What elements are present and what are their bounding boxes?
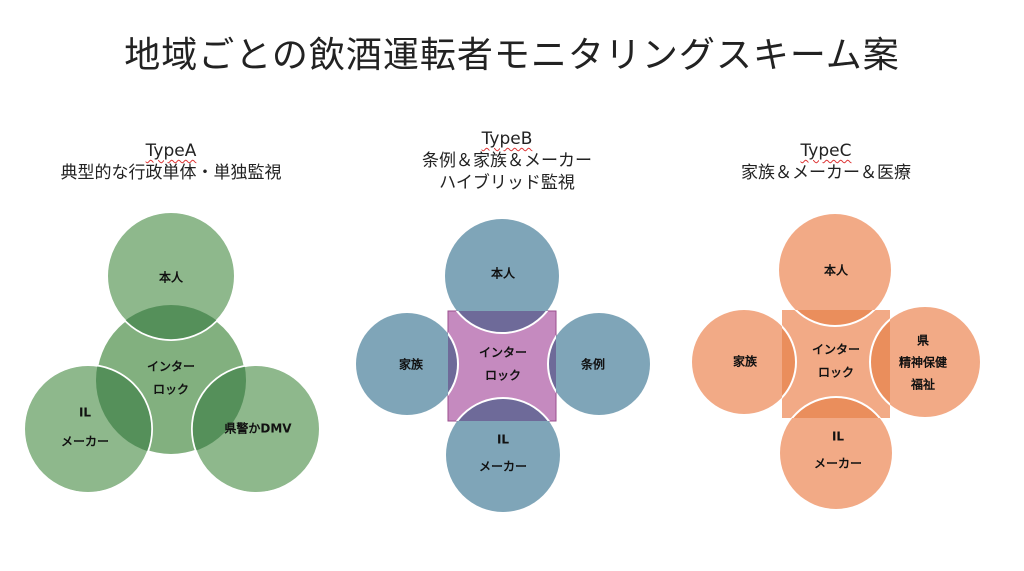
type-c-top-circle bbox=[779, 214, 891, 326]
slide-title: 地域ごとの飲酒運転者モニタリングスキーム案 bbox=[124, 35, 900, 76]
type-c-right-label-3: 福祉 bbox=[910, 377, 935, 392]
type-a-desc: 典型的な行政単体・単独監視 bbox=[60, 163, 282, 183]
type-c-center-label-1: インター bbox=[812, 343, 860, 357]
type-c-left-label: 家族 bbox=[733, 354, 758, 369]
type-b-right-circle bbox=[548, 313, 650, 415]
type-c-overlaps bbox=[782, 310, 890, 418]
type-c-top-label: 本人 bbox=[824, 263, 849, 278]
type-b-label: TypeB bbox=[481, 129, 533, 149]
type-a-center-label-1: インター bbox=[147, 360, 195, 374]
type-c-bottom-label-2: メーカー bbox=[814, 457, 862, 471]
type-c-left-circle bbox=[692, 310, 796, 414]
type-c-right-circle bbox=[870, 307, 980, 417]
type-c-center-label-2: ロック bbox=[818, 366, 854, 380]
type-c-center-shape bbox=[782, 310, 890, 418]
type-c-caption: TypeC 家族＆メーカー＆医療 bbox=[676, 140, 976, 184]
type-a-top-label: 本人 bbox=[159, 270, 184, 285]
type-b-left-label: 家族 bbox=[399, 357, 424, 372]
type-a-diagram: 本人 インター ロック IL メーカー 県警かDMV bbox=[23, 211, 321, 494]
type-c-bottom-circle bbox=[780, 397, 892, 509]
type-b-bottom-label-2: メーカー bbox=[479, 460, 527, 474]
type-a-caption: TypeA 典型的な行政単体・単独監視 bbox=[21, 140, 321, 184]
type-b-bottom-label-1: IL bbox=[497, 433, 509, 447]
type-c-bottom-label-1: IL bbox=[832, 430, 844, 444]
type-c-right-label-1: 県 bbox=[917, 334, 929, 348]
type-b-top-label: 本人 bbox=[491, 266, 516, 281]
type-a-left-label-2: メーカー bbox=[61, 435, 109, 449]
type-c-right-label-2: 精神保健 bbox=[899, 355, 948, 370]
type-b-diagram: 本人 インター ロック 家族 条例 IL メーカー bbox=[356, 219, 650, 512]
type-b-left-circle bbox=[356, 313, 458, 415]
type-b-caption: TypeB 条例＆家族＆メーカー ハイブリッド監視 bbox=[357, 128, 657, 194]
type-b-desc-2: ハイブリッド監視 bbox=[439, 173, 575, 193]
type-a-center-label-2: ロック bbox=[153, 383, 189, 397]
type-b-overlaps bbox=[448, 311, 556, 421]
type-b-center-label-2: ロック bbox=[485, 369, 521, 383]
type-a-label: TypeA bbox=[145, 141, 197, 161]
type-a-right-label: 県警かDMV bbox=[224, 421, 292, 436]
type-c-desc: 家族＆メーカー＆医療 bbox=[741, 163, 911, 183]
type-b-top-circle bbox=[445, 219, 559, 333]
type-a-left-label-1: IL bbox=[79, 406, 91, 420]
type-b-center-label-1: インター bbox=[479, 346, 527, 360]
type-b-bottom-circle bbox=[446, 398, 560, 512]
type-c-label: TypeC bbox=[800, 141, 852, 161]
type-c-diagram: 本人 インター ロック 家族 県 精神保健 福祉 IL メーカー bbox=[692, 214, 980, 509]
type-b-desc-1: 条例＆家族＆メーカー bbox=[422, 151, 592, 171]
type-b-right-label: 条例 bbox=[580, 357, 605, 372]
